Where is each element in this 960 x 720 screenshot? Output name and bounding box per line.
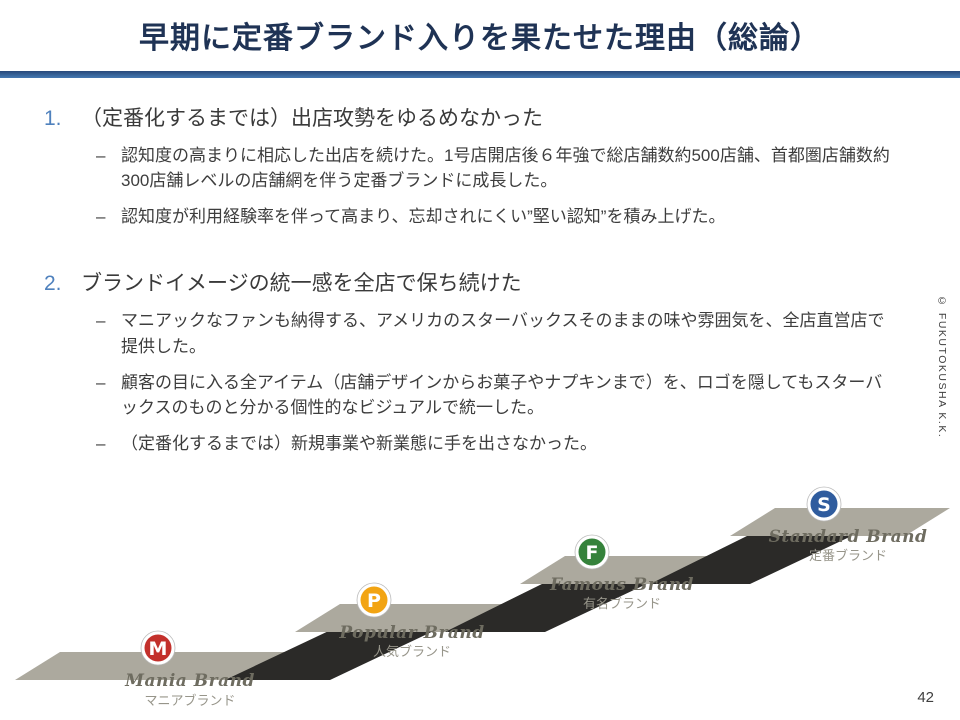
step-3-label-ja: 有名ブランド <box>583 596 661 611</box>
bullet-marker: – <box>96 372 106 392</box>
bullet-item: – 認知度が利用経験率を伴って高まり、忘却されにくい”堅い認知”を積み上げた。 <box>96 204 896 229</box>
item-2-heading: ブランドイメージの統一感を全店で保ち続けた <box>81 272 522 296</box>
mania-brand-badge-icon: M <box>140 630 176 666</box>
badge-fill <box>144 634 172 662</box>
item-2-bullets: – マニアックなファンも納得する、アメリカのスターバックスそのままの味や雰囲気を… <box>44 308 896 456</box>
numbered-item-2: 2. ブランドイメージの統一感を全店で保ち続けた – マニアックなファンも納得す… <box>44 267 896 456</box>
bullet-text: （定番化するまでは）新規事業や新業態に手を出さなかった。 <box>121 434 597 454</box>
item-1-number: 1. <box>44 107 62 130</box>
stair-riser-2 <box>445 580 655 632</box>
badge-letter: S <box>817 494 831 516</box>
bullet-item: – マニアックなファンも納得する、アメリカのスターバックスそのままの味や雰囲気を… <box>96 308 896 358</box>
bullet-text: マニアックなファンも納得する、アメリカのスターバックスそのままの味や雰囲気を、全… <box>121 311 885 356</box>
step-2-label-ja: 人気ブランド <box>373 644 451 659</box>
step-1-label-en: Mania Brand <box>124 671 255 691</box>
popular-brand-badge-icon: P <box>356 582 392 618</box>
step-4-label-en: Standard Brand <box>769 527 928 547</box>
bullet-item: – 認知度の高まりに相応した出店を続けた。1号店開店後６年強で総店舗数約500店… <box>96 143 896 193</box>
page-number: 42 <box>917 689 934 706</box>
bullet-item: – （定番化するまでは）新規事業や新業態に手を出さなかった。 <box>96 431 896 456</box>
bullet-marker: – <box>96 311 106 331</box>
badge-fill <box>810 490 838 518</box>
stair-tread-4 <box>730 508 950 536</box>
bullet-item: – 顧客の目に入る全アイテム（店舗デザインからお菓子やナプキンまで）を、ロゴを隠… <box>96 370 896 420</box>
badge-letter: P <box>367 590 381 612</box>
stair-riser-1 <box>225 628 440 680</box>
famous-brand-badge-icon: F <box>574 534 610 570</box>
slide-title: 早期に定番ブランド入りを果たせた理由（総論） <box>139 22 821 55</box>
badge-fill <box>360 586 388 614</box>
bullet-text: 顧客の目に入る全アイテム（店舗デザインからお菓子やナプキンまで）を、ロゴを隠して… <box>121 372 883 417</box>
slide-body: 1. （定番化するまでは）出店攻勢をゆるめなかった – 認知度の高まりに相応した… <box>44 102 896 494</box>
badge-fill <box>578 538 606 566</box>
brand-staircase-diagram: M Mania Brand マニアブランド P Popular Brand 人気… <box>15 486 950 708</box>
step-1-label-ja: マニアブランド <box>144 693 235 708</box>
item-1-heading-row: 1. （定番化するまでは）出店攻勢をゆるめなかった <box>44 102 896 132</box>
numbered-item-1: 1. （定番化するまでは）出店攻勢をゆるめなかった – 認知度の高まりに相応した… <box>44 102 896 229</box>
standard-brand-badge-icon: S <box>806 486 842 522</box>
badge-letter: M <box>149 638 168 660</box>
item-1-heading: （定番化するまでは）出店攻勢をゆるめなかった <box>81 107 543 130</box>
title-divider <box>0 71 960 78</box>
item-1-bullets: – 認知度の高まりに相応した出店を続けた。1号店開店後６年強で総店舗数約500店… <box>44 143 896 229</box>
step-4-label-ja: 定番ブランド <box>809 548 887 563</box>
bullet-marker: – <box>96 207 106 227</box>
bullet-text: 認知度の高まりに相応した出店を続けた。1号店開店後６年強で総店舗数約500店舗、… <box>121 146 890 191</box>
step-3-label-en: Famous Brand <box>549 575 694 595</box>
stair-riser-3 <box>650 532 860 584</box>
bullet-text: 認知度が利用経験率を伴って高まり、忘却されにくい”堅い認知”を積み上げた。 <box>121 207 726 227</box>
item-2-number: 2. <box>44 272 62 296</box>
bullet-marker: – <box>96 434 106 454</box>
item-2-heading-row: 2. ブランドイメージの統一感を全店で保ち続けた <box>44 267 896 297</box>
step-2-label-en: Popular Brand <box>338 623 484 643</box>
badge-letter: F <box>586 542 599 564</box>
copyright-vertical-text: © FUKUTOKUSHA K.K. <box>936 295 948 439</box>
bullet-marker: – <box>96 146 106 165</box>
